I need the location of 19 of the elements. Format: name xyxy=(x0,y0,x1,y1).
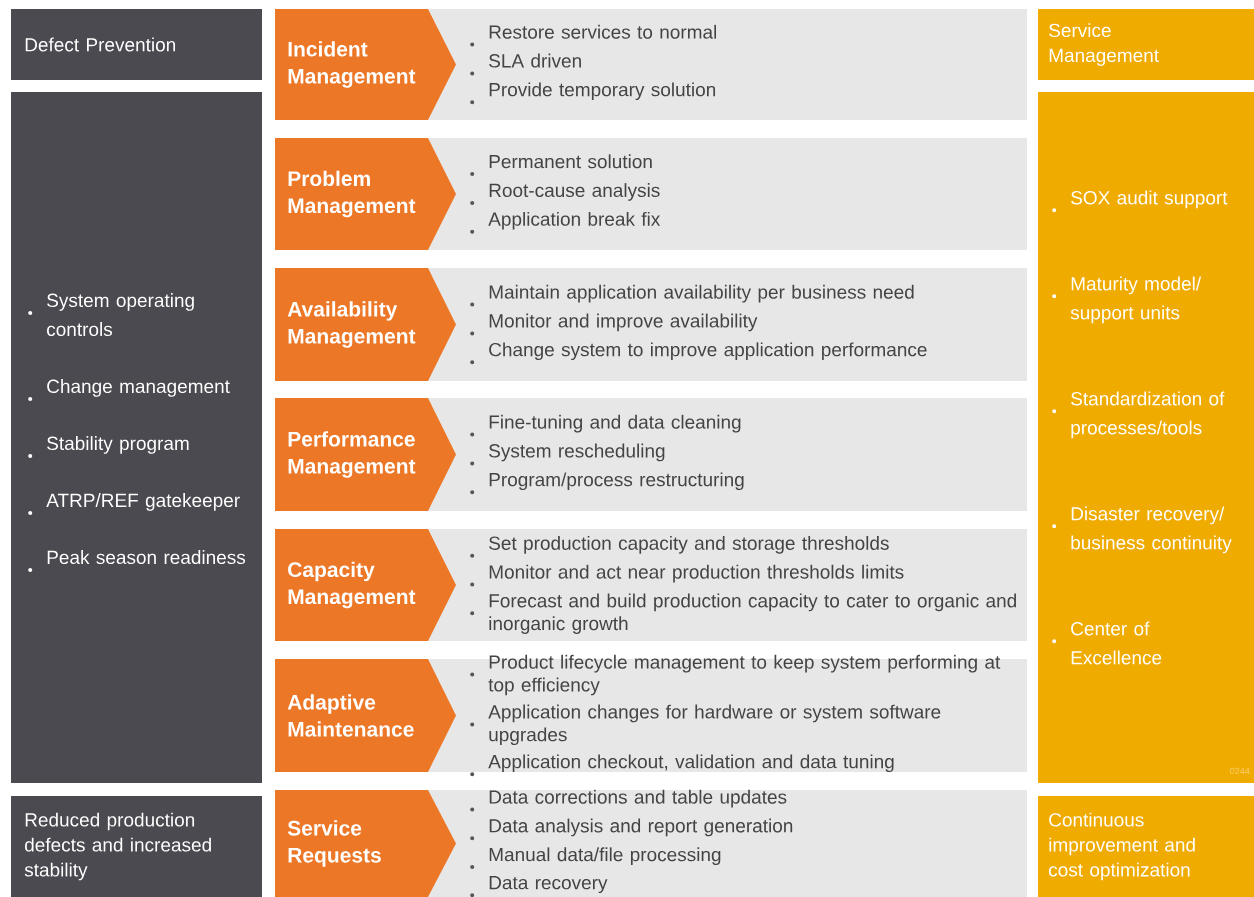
chevron-tag: Adaptive Maintenance xyxy=(275,659,456,772)
side-panel: System operating controls Change management Stability program ATRP/REF gatekeeper Peak season readiness xyxy=(11,92,262,783)
chevron-tag: Capacity Management xyxy=(275,529,456,641)
info-band: Maintain application availability per business need Monitor and improve availability Change system to improve application performance xyxy=(428,268,1027,381)
info-band: Restore services to normal SLA driven Provide temporary solution xyxy=(428,9,1027,120)
info-band: Data corrections and table updates Data analysis and report generation Manual data/file processing Data recovery xyxy=(428,789,1027,897)
chevron-tag: Incident Management xyxy=(275,9,456,120)
label-panel: Defect Prevention xyxy=(11,9,262,80)
label-panel: Continuous improvement and cost optimization xyxy=(1038,796,1254,897)
info-band: Permanent solution Root-cause analysis Application break fix xyxy=(428,138,1027,250)
slide-number: 0244 xyxy=(1230,767,1250,775)
info-band: Set production capacity and storage thresholds Monitor and act near production thresholds limits Forecast and build production capacity to cater to organic and inorganic growth xyxy=(428,529,1027,641)
chevron-tag: Service Requests xyxy=(275,790,456,897)
chevron-tag: Problem Management xyxy=(275,138,456,250)
chevron-tag: Performance Management xyxy=(275,398,456,511)
label-panel: Service Management xyxy=(1038,9,1254,80)
label-panel: Reduced production defects and increased stability xyxy=(11,796,262,897)
chevron-tag: Availability Management xyxy=(275,268,456,381)
info-band: Fine-tuning and data cleaning System rescheduling Program/process restructuring xyxy=(428,398,1027,511)
